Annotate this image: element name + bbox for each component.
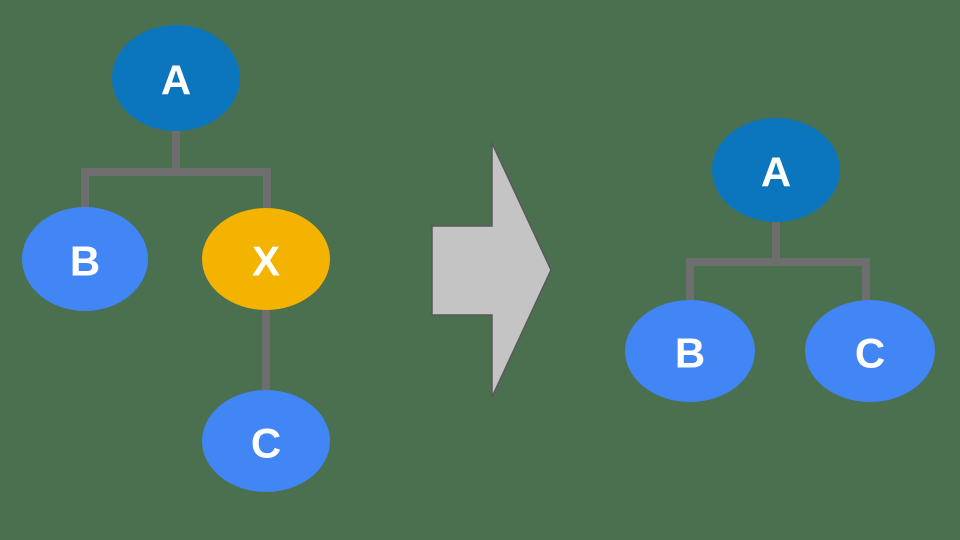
after-node-a[interactable]: A <box>712 118 840 222</box>
after-node-b-label: B <box>675 330 705 377</box>
before-node-c-shape <box>202 390 330 492</box>
after-tree: A B C <box>625 118 935 402</box>
before-node-a[interactable]: A <box>112 25 240 131</box>
before-node-b[interactable]: B <box>22 207 148 311</box>
transform-arrow <box>431 142 552 398</box>
before-node-c-label: C <box>251 420 281 467</box>
before-edge-x-to-c <box>262 302 270 394</box>
after-edge-drop-to-c <box>862 258 870 308</box>
before-node-c[interactable]: C <box>202 390 330 492</box>
before-node-x-label: X <box>252 238 280 285</box>
after-edge-stem-a <box>772 220 780 264</box>
after-node-c-shape <box>805 300 935 402</box>
before-node-x[interactable]: X <box>202 208 330 310</box>
after-node-a-label: A <box>761 149 791 196</box>
edge-drop-to-x <box>263 168 271 216</box>
after-edge-drop-to-b <box>686 258 694 308</box>
before-node-b-shape <box>22 207 148 311</box>
edge-crossbar-a <box>81 168 271 176</box>
before-node-a-label: A <box>161 57 191 104</box>
edge-stem-a <box>172 128 180 172</box>
before-node-b-label: B <box>70 238 100 285</box>
edge-drop-to-b <box>81 168 89 216</box>
after-node-c[interactable]: C <box>805 300 935 402</box>
after-node-a-shape <box>712 118 840 222</box>
after-edge-crossbar-a <box>686 258 870 266</box>
before-node-x-shape <box>202 208 330 310</box>
before-node-a-shape <box>112 25 240 131</box>
after-node-b[interactable]: B <box>625 300 755 402</box>
after-node-b-shape <box>625 300 755 402</box>
before-tree: A B X C <box>22 25 330 492</box>
after-edge-a-to-children <box>686 220 870 308</box>
arrow-right-icon <box>431 142 552 398</box>
before-edge-a-to-children <box>81 128 271 216</box>
after-node-c-label: C <box>855 330 885 377</box>
